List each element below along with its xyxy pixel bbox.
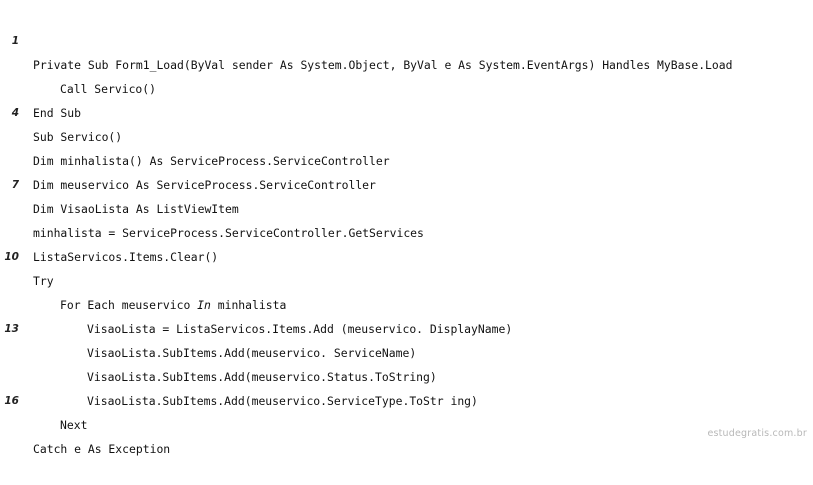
code-text-segment: minhalista xyxy=(210,298,287,312)
code-text: Try xyxy=(33,274,54,288)
code-line: VisaoLista.SubItems.Add(meuservico.Statu… xyxy=(0,317,813,384)
code-listing: 1 Private Sub Form1_Load(ByVal sender As… xyxy=(0,5,813,456)
code-line: End Sub xyxy=(0,53,813,120)
code-text: Dim minhalista() As ServiceProcess.Servi… xyxy=(33,154,390,168)
code-line: Dim minhalista() As ServiceProcess.Servi… xyxy=(0,101,813,168)
code-text: Dim VisaoLista As ListViewItem xyxy=(33,202,239,216)
line-number: 16 xyxy=(4,395,19,407)
code-line: 16 Next xyxy=(0,365,813,432)
code-text: Dim meuservico As ServiceProcess.Service… xyxy=(33,178,376,192)
code-text: minhalista = ServiceProcess.ServiceContr… xyxy=(33,226,424,240)
line-number: 10 xyxy=(4,251,19,263)
line-number: 7 xyxy=(11,179,19,191)
code-text: ListaServicos.Items.Clear() xyxy=(33,250,219,264)
code-text: VisaoLista = ListaServicos.Items.Add (me… xyxy=(87,322,513,336)
code-line: For Each meuservico In minhalista xyxy=(0,245,813,312)
code-line: ListaServicos.Items.Clear() xyxy=(0,197,813,264)
code-line: VisaoLista.SubItems.Add(meuservico.Servi… xyxy=(0,341,813,408)
code-text: Sub Servico() xyxy=(33,130,123,144)
watermark: estudegratis.com.br xyxy=(707,428,807,439)
code-text-segment: For Each meuservico xyxy=(60,298,198,312)
code-text: For Each meuservico In minhalista xyxy=(60,293,286,317)
code-line: VisaoLista = ListaServicos.Items.Add (me… xyxy=(0,269,813,336)
code-line: 10 Try xyxy=(0,221,813,288)
code-text: Private Sub Form1_Load(ByVal sender As S… xyxy=(33,58,733,72)
code-line: 13 VisaoLista.SubItems.Add(meuservico. S… xyxy=(0,293,813,360)
code-text: Call Servico() xyxy=(60,82,157,96)
code-line: Call Servico() xyxy=(0,29,813,96)
code-line: Catch e As Exception xyxy=(0,389,813,456)
code-line: 7 Dim VisaoLista As ListViewItem xyxy=(0,149,813,216)
keyword-in: In xyxy=(197,298,211,312)
code-line: Dim meuservico As ServiceProcess.Service… xyxy=(0,125,813,192)
code-text: VisaoLista.SubItems.Add(meuservico. Serv… xyxy=(87,346,417,360)
code-text: Catch e As Exception xyxy=(33,442,171,456)
line-number: 4 xyxy=(11,107,19,119)
code-line: 4 Sub Servico() xyxy=(0,77,813,144)
code-text: End Sub xyxy=(33,106,82,120)
code-line: minhalista = ServiceProcess.ServiceContr… xyxy=(0,173,813,240)
line-number: 13 xyxy=(4,323,19,335)
code-text: VisaoLista.SubItems.Add(meuservico.Statu… xyxy=(87,370,437,384)
code-line: 1 Private Sub Form1_Load(ByVal sender As… xyxy=(0,5,813,72)
code-text: VisaoLista.SubItems.Add(meuservico.Servi… xyxy=(87,394,478,408)
line-number: 1 xyxy=(11,35,19,47)
code-text: Next xyxy=(60,418,88,432)
